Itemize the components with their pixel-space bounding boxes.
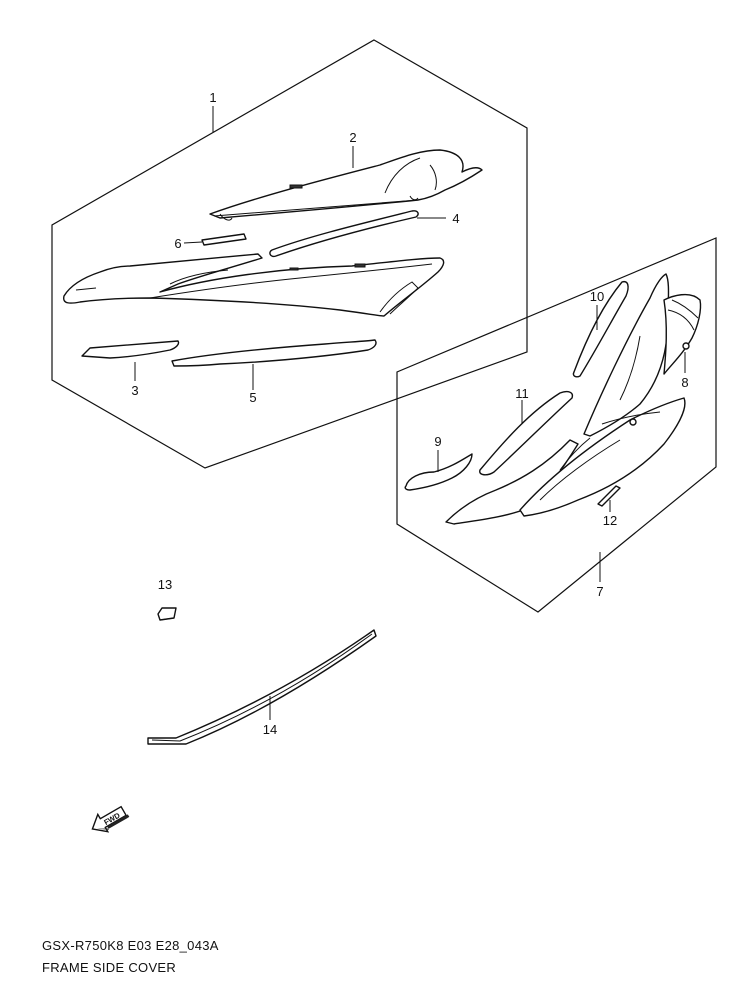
part-7-lower-cover[interactable] — [445, 397, 686, 525]
part-4-strip[interactable] — [269, 210, 419, 258]
callout-6: 6 — [174, 236, 181, 251]
part-12-clip[interactable] — [597, 485, 621, 507]
part-5-strip[interactable] — [171, 339, 377, 367]
callout-8: 8 — [681, 375, 688, 390]
leader-6 — [183, 241, 203, 244]
part-1-frame-side-cover[interactable] — [63, 253, 445, 317]
group-box-assembly-1 — [51, 39, 528, 469]
drawing-code: GSX-R750K8 E03 E28_043A — [42, 938, 219, 953]
callout-13: 13 — [158, 577, 172, 592]
part-6-strip[interactable] — [201, 233, 247, 246]
callout-1: 1 — [209, 90, 216, 105]
callout-10: 10 — [590, 289, 604, 304]
callout-7: 7 — [596, 584, 603, 599]
part-3-strip[interactable] — [81, 340, 180, 359]
part-14-trim-strip[interactable] — [147, 629, 377, 745]
part-2-upper-cover[interactable] — [209, 149, 483, 221]
callout-14: 14 — [263, 722, 277, 737]
callout-12: 12 — [603, 513, 617, 528]
diagram-title: FRAME SIDE COVER — [42, 960, 177, 975]
part-13-pad[interactable] — [157, 607, 177, 621]
group-box-assembly-7 — [396, 237, 717, 613]
callout-3: 3 — [131, 383, 138, 398]
callout-4: 4 — [452, 211, 459, 226]
callout-11: 11 — [515, 386, 529, 401]
fwd-arrow-icon: FWD — [91, 805, 130, 833]
callout-2: 2 — [349, 130, 356, 145]
callout-5: 5 — [249, 390, 256, 405]
part-11-strip[interactable] — [479, 390, 574, 476]
part-9-piece[interactable] — [404, 453, 473, 491]
callout-9: 9 — [434, 434, 441, 449]
part-10-strip[interactable] — [572, 280, 629, 378]
part-8-cover[interactable] — [583, 273, 702, 437]
